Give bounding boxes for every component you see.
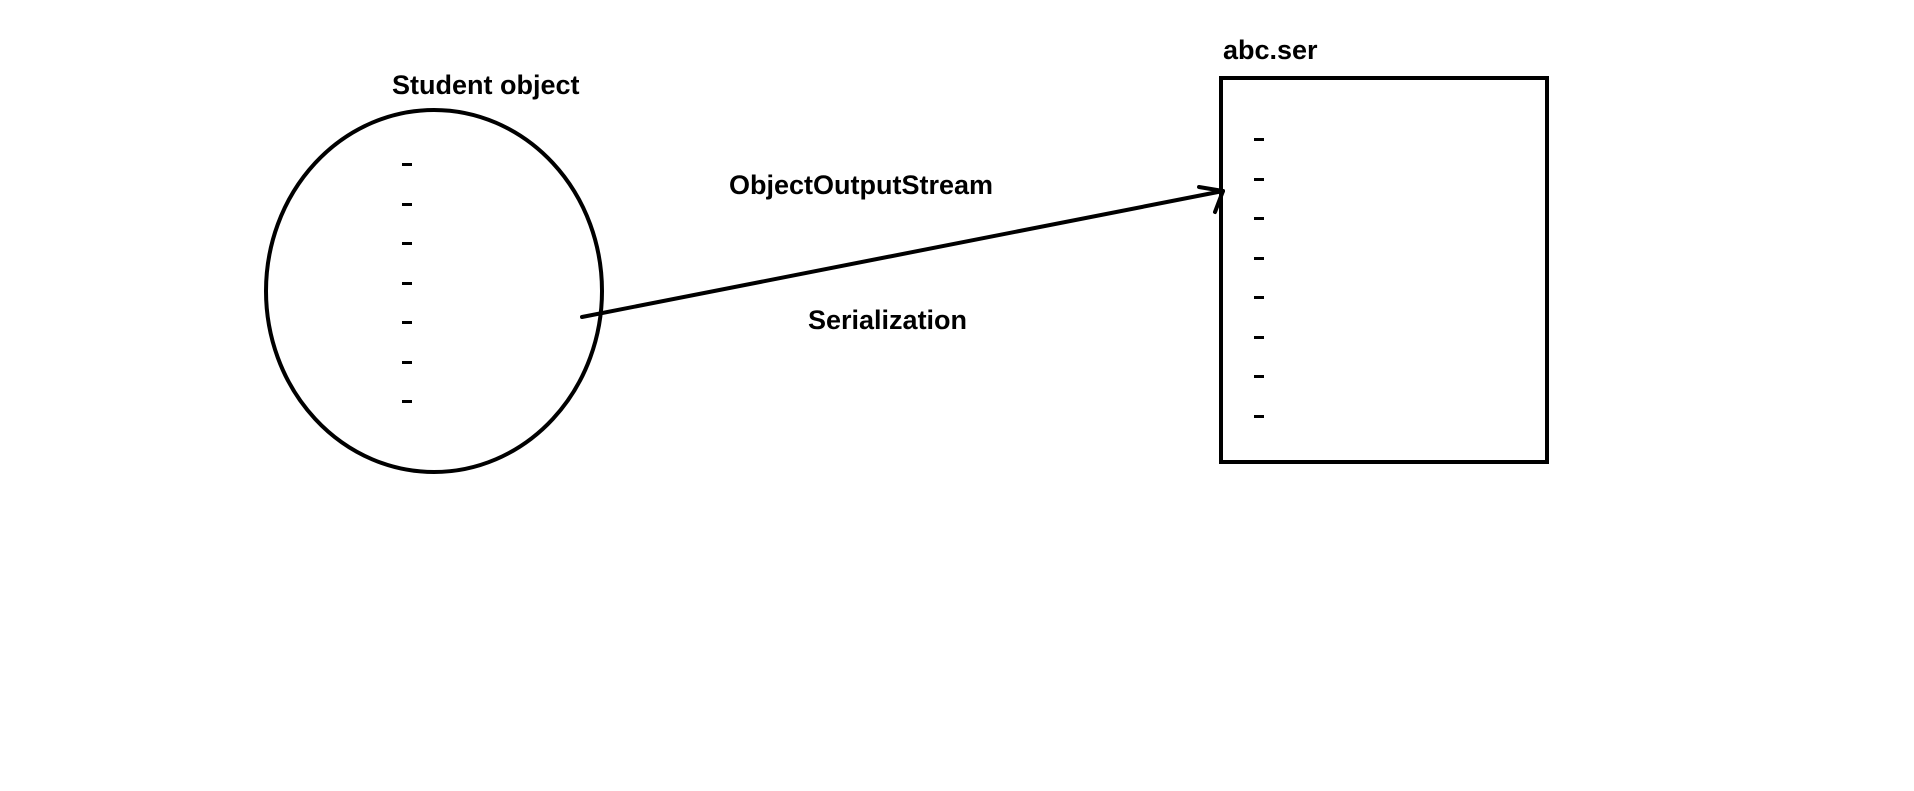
object-field-dash [402,281,412,285]
object-field-dash [402,400,412,403]
file-field-dash [1254,335,1264,339]
object-field-dash [402,202,412,206]
file-field-dash [1254,375,1264,378]
object-field-dash [402,163,412,166]
serialization-arrow-line [580,189,1225,319]
file-field-dash [1254,138,1264,141]
file-name-label: abc.ser [1223,35,1318,65]
file-field-dash [1254,414,1264,418]
object-field-dash [402,242,412,245]
serialization-label: Serialization [808,305,968,335]
file-field-dash [1254,217,1264,220]
student-object-shape [264,108,604,474]
file-field-dash [1254,296,1264,299]
object-field-dash [402,321,412,324]
file-field-dash [1254,177,1264,181]
object-output-stream-label: ObjectOutputStream [729,170,994,200]
file-field-dash [1254,256,1264,260]
file-box-shape [1219,76,1549,464]
student-object-label: Student object [392,70,580,100]
arrow-head-icon [1197,185,1225,214]
object-field-dash [402,360,412,364]
